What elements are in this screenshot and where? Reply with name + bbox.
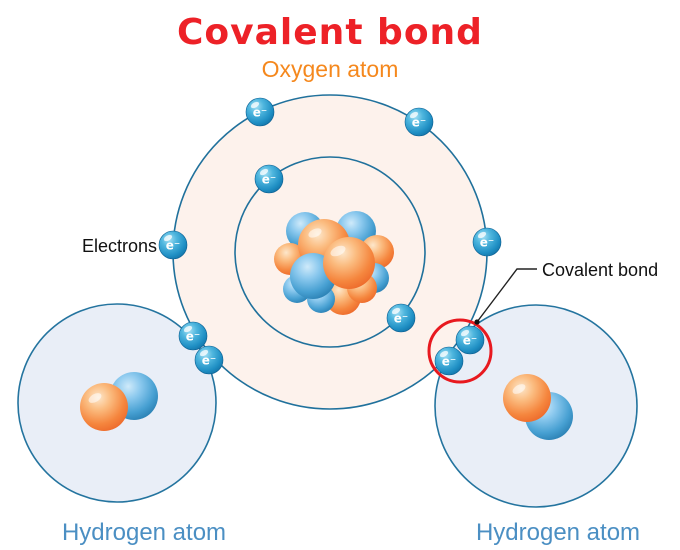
oxygen-inner-shell <box>234 156 426 348</box>
hydrogen-right-label: Hydrogen atom <box>476 519 640 546</box>
electron: e⁻ <box>245 97 275 127</box>
electron-shared-left: e⁻ <box>194 345 224 375</box>
svg-text:e⁻: e⁻ <box>394 312 408 326</box>
hydrogen-atom-right <box>434 304 638 508</box>
electron-shared-right: e⁻ <box>434 346 464 376</box>
covalent-bond-label: Covalent bond <box>542 260 658 280</box>
svg-text:e⁻: e⁻ <box>253 106 267 120</box>
electron: e⁻ <box>386 303 416 333</box>
svg-text:e⁻: e⁻ <box>262 173 276 187</box>
oxygen-atom <box>172 94 488 410</box>
svg-text:e⁻: e⁻ <box>202 354 216 368</box>
electron: e⁻ <box>254 164 284 194</box>
electrons-label: Electrons <box>82 236 157 256</box>
svg-text:e⁻: e⁻ <box>442 355 456 369</box>
electron-shared-left: e⁻ <box>178 321 208 351</box>
svg-text:e⁻: e⁻ <box>480 236 494 250</box>
covalent-bond-highlight-circle <box>427 318 493 384</box>
hydrogen-left-label: Hydrogen atom <box>62 519 226 546</box>
svg-text:e⁻: e⁻ <box>186 330 200 344</box>
svg-text:e⁻: e⁻ <box>463 334 477 348</box>
hydrogen-atom-left <box>17 303 217 503</box>
oxygen-atom-label: Oxygen atom <box>262 56 399 82</box>
electron: e⁻ <box>404 107 434 137</box>
hydrogen-right-nucleus <box>503 374 573 440</box>
covalent-bond-leader-line <box>476 268 537 323</box>
leader-line-dot <box>474 319 480 325</box>
electrons-group: e⁻ e⁻ e⁻ e⁻ e⁻ e⁻ e⁻ e⁻ <box>158 97 502 376</box>
oxygen-nucleus <box>274 211 394 315</box>
hydrogen-left-nucleus <box>80 372 158 431</box>
electron: e⁻ <box>158 230 188 260</box>
electron-shared-right: e⁻ <box>455 325 485 355</box>
svg-text:e⁻: e⁻ <box>412 116 426 130</box>
svg-text:e⁻: e⁻ <box>166 239 180 253</box>
page-title: Covalent bond <box>177 12 483 53</box>
electron: e⁻ <box>472 227 502 257</box>
